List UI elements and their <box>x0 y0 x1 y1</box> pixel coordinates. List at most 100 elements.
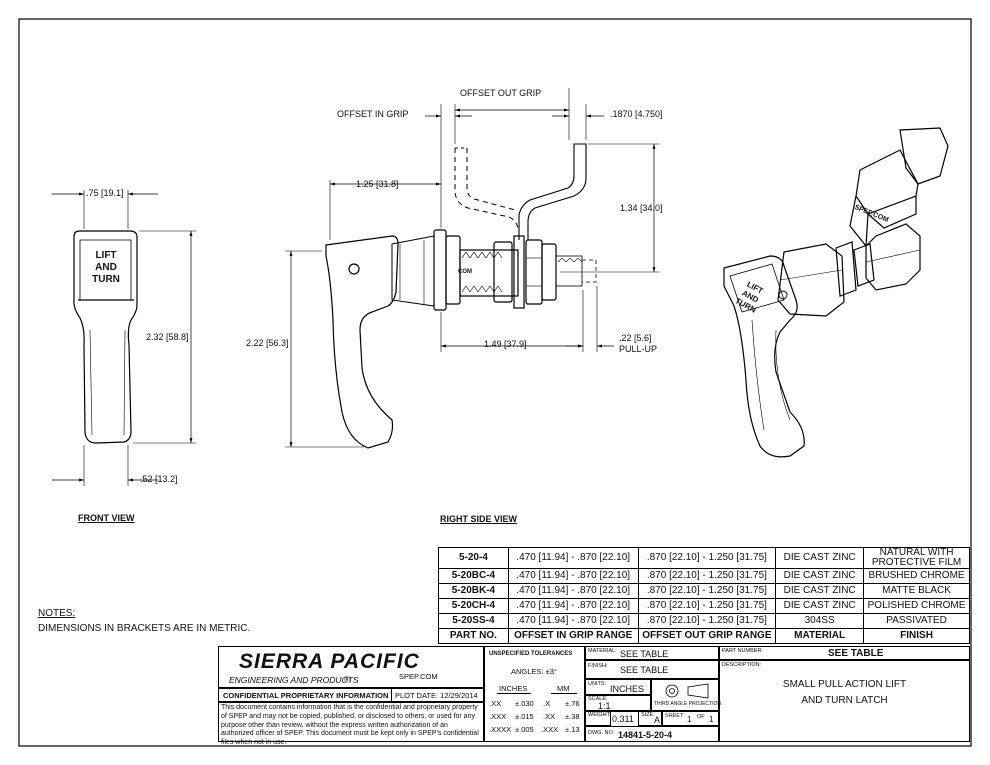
part-number-label: PART NUMBER: <box>722 648 763 654</box>
part-number-cell: 5-20SS-4 <box>438 613 509 629</box>
header-finish: FINISH <box>863 628 970 644</box>
table-row: 5-20BK-4 .470 [11.94] - .870 [22.10] .87… <box>438 583 970 599</box>
finish-value: SEE TABLE <box>620 665 669 675</box>
weight-label: WEIGHT: <box>588 712 611 718</box>
part-number-cell: 5-20-4 <box>438 547 509 569</box>
tol-mm-value-2: ±.38 <box>565 712 580 721</box>
handle-text-lift: LIFT <box>95 250 117 261</box>
description-label: DESCRIPTION: <box>722 662 762 668</box>
part-number-cell: 5-20BC-4 <box>438 568 509 584</box>
label-offset-in-grip: OFFSET IN GRIP <box>337 109 409 119</box>
dwg-label: DWG. NO. <box>588 730 615 736</box>
header-offset-out: OFFSET OUT GRIP RANGE <box>637 628 777 644</box>
description-box: DESCRIPTION: SMALL PULL ACTION LIFT AND … <box>719 660 970 742</box>
handle-hole <box>348 263 360 275</box>
units-box: UNITS: INCHES <box>585 679 651 695</box>
isometric-view-geometry <box>723 127 949 458</box>
weight-value: 0.311 <box>612 714 634 724</box>
drawing-number-box: DWG. NO. 14841-5-20-4 <box>585 726 719 742</box>
tol-inch-value-1: ±.030 <box>515 699 534 708</box>
tol-mm-format-1: .X <box>543 699 551 708</box>
tol-inch-format-2: .XXX <box>489 712 507 721</box>
tolerances-angles: ANGLES: ±3° <box>511 667 557 676</box>
side-handle-outline <box>325 235 399 449</box>
dim-pullup-label: PULL-UP <box>619 344 658 354</box>
front-view-title: FRONT VIEW <box>78 513 135 523</box>
tolerances-mm-label: MM <box>557 684 570 693</box>
offset-in-cell: .470 [11.94] - .870 [22.10] <box>507 613 639 629</box>
tol-mm-value-3: ±.13 <box>565 725 580 734</box>
front-handle-lettering: LIFT AND TURN <box>84 250 128 286</box>
tolerances-inches-label: INCHES <box>499 684 528 693</box>
material-label: MATERIAL: <box>588 648 617 654</box>
sheet-total: 1 <box>709 715 714 724</box>
material-cell: DIE CAST ZINC <box>775 547 865 569</box>
table-row: 5-20BC-4 .470 [11.94] - .870 [22.10] .87… <box>438 568 970 584</box>
plot-date: PLOT DATE: 12/29/2014 <box>395 691 478 700</box>
front-view-geometry <box>73 190 196 486</box>
company-box: SIERRA PACIFIC ENGINEERING AND PRODUCTS … <box>218 646 484 688</box>
sheet-of-label: OF <box>697 714 705 720</box>
third-angle-projection-icon <box>665 683 709 699</box>
sheet-number: 1 <box>687 715 692 724</box>
header-material: MATERIAL <box>775 628 865 644</box>
notes-title: NOTES: <box>38 608 76 619</box>
material-cell: DIE CAST ZINC <box>775 583 865 599</box>
dim-side-height: 2.22 [56.3] <box>246 338 289 348</box>
description-line-2: AND TURN LATCH <box>801 695 888 706</box>
tolerances-title: UNSPECIFIED TOLERANCES <box>489 651 573 657</box>
table-header-row: PART NO. OFFSET IN GRIP RANGE OFFSET OUT… <box>438 628 970 644</box>
company-name: SIERRA PACIFIC <box>239 650 420 673</box>
finish-cell: PASSIVATED <box>863 613 970 629</box>
finish-cell: BRUSHED CHROME <box>863 568 970 584</box>
part-number-cell: 5-20CH-4 <box>438 598 509 614</box>
front-handle-outline <box>73 230 138 444</box>
tol-mm-format-2: .XX <box>543 712 556 721</box>
table-row: 5-20SS-4 .470 [11.94] - .870 [22.10] .87… <box>438 613 970 629</box>
dim-pullup-value: .22 [5.6] <box>619 333 652 343</box>
notes-line-1: DIMENSIONS IN BRACKETS ARE IN METRIC. <box>38 623 251 634</box>
offset-out-cell: .870 [22.10] - 1.250 [31.75] <box>637 583 777 599</box>
material-cell: DIE CAST ZINC <box>775 568 865 584</box>
size-box: SIZE: A <box>638 711 662 726</box>
plot-date-box: PLOT DATE: 12/29/2014 <box>391 688 484 702</box>
confidential-title: CONFIDENTIAL PROPRIETARY INFORMATION <box>223 691 389 700</box>
label-offset-out-grip: OFFSET OUT GRIP <box>460 88 542 98</box>
part-number-box: PART NUMBER: SEE TABLE <box>719 646 970 660</box>
sheet-label: SHEET <box>665 713 684 719</box>
table-row: 5-20CH-4 .470 [11.94] - .870 [22.10] .87… <box>438 598 970 614</box>
tol-inch-format-3: .XXXX <box>489 725 512 734</box>
material-box: MATERIAL: SEE TABLE <box>585 646 719 660</box>
material-value: SEE TABLE <box>620 649 669 659</box>
dim-front-height: 2.32 [58.8] <box>146 332 189 342</box>
scale-label: SCALE: <box>588 696 608 702</box>
sheet-box: SHEET 1 OF 1 <box>662 711 719 726</box>
confidential-text-box: This document contains information that … <box>218 702 484 746</box>
tol-inch-value-2: ±.015 <box>515 712 534 721</box>
tol-inch-value-3: ±.005 <box>515 725 534 734</box>
company-subtitle: ENGINEERING AND PRODUCTS <box>229 675 359 685</box>
projection-label: THIRD ANGLE PROJECTION <box>654 701 721 707</box>
dim-front-base: .52 [13.2] <box>140 474 178 484</box>
material-cell: 304SS <box>775 613 865 629</box>
description-line-1: SMALL PULL ACTION LIFT <box>782 679 907 690</box>
scale-value: 1:1 <box>598 701 611 711</box>
tolerances-box: UNSPECIFIED TOLERANCES ANGLES: ±3° INCHE… <box>484 646 585 742</box>
parts-table: 5-20-4 .470 [11.94] - .870 [22.10] .870 … <box>438 547 970 644</box>
finish-label: FINISH: <box>588 663 608 669</box>
side-view-geometry <box>285 88 660 449</box>
header-part-no: PART NO. <box>438 628 509 644</box>
dim-cam-thickness: .1870 [4.750] <box>610 109 663 119</box>
offset-out-cell: .870 [22.10] - 1.250 [31.75] <box>637 547 777 569</box>
offset-in-cell: .470 [11.94] - .870 [22.10] <box>507 547 639 569</box>
tol-mm-value-1: ±.76 <box>565 699 580 708</box>
header-offset-in: OFFSET IN GRIP RANGE <box>507 628 639 644</box>
confidential-text: This document contains information that … <box>221 704 479 746</box>
offset-in-cell: .470 [11.94] - .870 [22.10] <box>507 583 639 599</box>
offset-out-cell: .870 [22.10] - 1.250 [31.75] <box>637 568 777 584</box>
finish-cell: MATTE BLACK <box>863 583 970 599</box>
finish-box: FINISH: SEE TABLE <box>585 660 719 679</box>
side-view-title: RIGHT SIDE VIEW <box>440 514 518 524</box>
